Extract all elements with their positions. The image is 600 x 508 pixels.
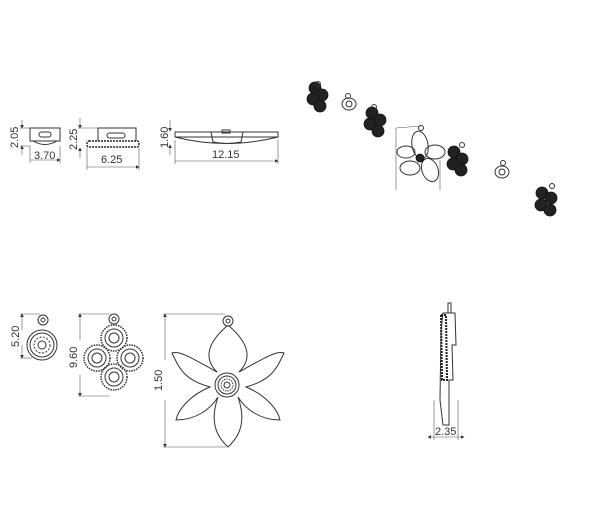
dim-clover-side-width: 6.25 — [101, 154, 122, 166]
flower-pendant-front-view: 1.50 — [153, 313, 285, 448]
round-pendant-front-view: 5.20 — [10, 313, 58, 361]
clover-pendant-front-view: 9.60 — [68, 313, 144, 397]
iso-clover-3 — [446, 142, 469, 177]
dim-small-side-height: 2.05 — [9, 127, 21, 148]
iso-clover-1 — [306, 81, 329, 113]
iso-flower — [395, 125, 446, 190]
small-pendant-side-view: 2.05 3.70 — [9, 120, 61, 163]
isometric-exploded-view — [306, 81, 558, 217]
dim-flower-side-width: 12.15 — [212, 149, 240, 161]
iso-round-2 — [494, 160, 510, 179]
clover-pendant-side-view: 2.25 6.25 — [68, 118, 140, 170]
flower-pendant-profile-view: 2.35 — [427, 302, 465, 440]
dim-round-front-height: 5.20 — [10, 326, 22, 347]
iso-round — [341, 93, 357, 111]
dim-clover-side-height: 2.25 — [68, 129, 80, 150]
iso-clover-4 — [534, 183, 558, 217]
dim-profile-thickness: 2.35 — [435, 426, 456, 438]
flower-pendant-side-view: 1.60 12.15 — [159, 120, 279, 164]
dim-flower-front-height: 1.50 — [153, 370, 165, 391]
dim-flower-side-height: 1.60 — [159, 127, 171, 148]
dim-small-side-width: 3.70 — [34, 150, 55, 162]
dim-clover-front-height: 9.60 — [68, 347, 80, 368]
iso-clover-2 — [363, 104, 387, 138]
